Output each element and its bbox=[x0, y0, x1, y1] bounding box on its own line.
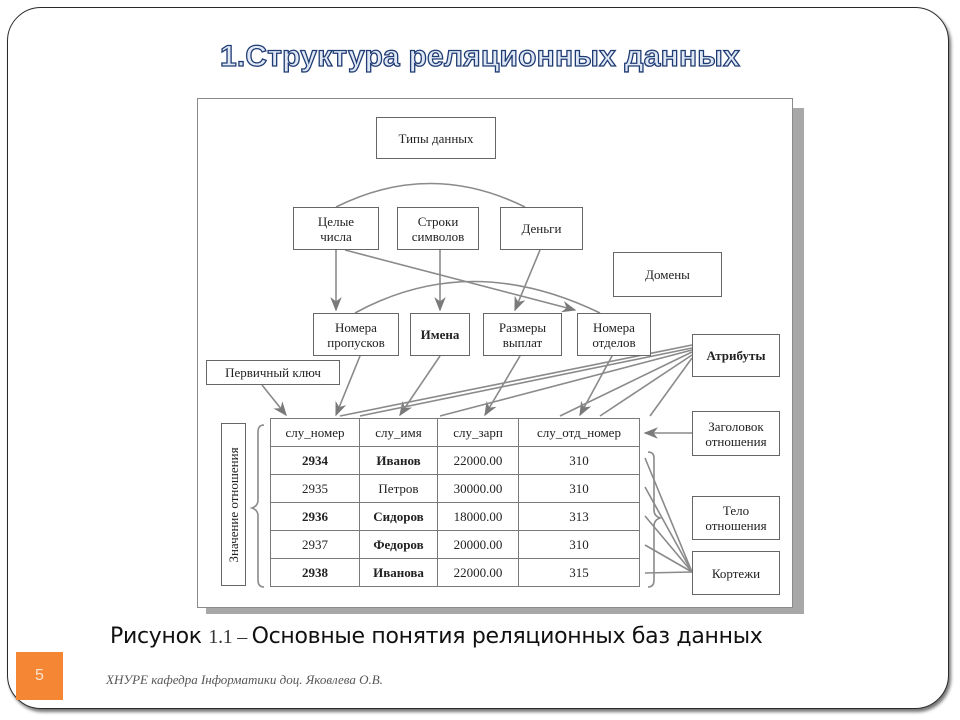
column-header: слу_отд_номер bbox=[518, 418, 640, 447]
arrow-pk-to-col bbox=[261, 384, 287, 417]
arc-types bbox=[335, 182, 526, 208]
relation-table: слу_номер слу_имя слу_зарп слу_отд_номер… bbox=[270, 418, 640, 587]
domain-names-box: Имена bbox=[410, 313, 470, 356]
table-row: 2937 Федоров 20000.00 310 bbox=[270, 530, 640, 559]
page-number-badge: 5 bbox=[16, 652, 63, 700]
domain-payments-box: Размеры выплат bbox=[483, 313, 562, 356]
caption-prefix: Рисунок bbox=[110, 624, 209, 649]
right-brace bbox=[647, 451, 663, 588]
table-cell: Иванова bbox=[359, 558, 438, 587]
table-cell: 20000.00 bbox=[437, 530, 519, 559]
table-cell: 2937 bbox=[270, 530, 360, 559]
table-cell: Иванов bbox=[359, 446, 438, 475]
type-strings-box: Строки символов bbox=[397, 207, 479, 250]
table-cell: Федоров bbox=[359, 530, 438, 559]
table-row: 2935 Петров 30000.00 310 bbox=[270, 474, 640, 503]
table-row: 2938 Иванова 22000.00 315 bbox=[270, 558, 640, 587]
table-header-row: слу_номер слу_имя слу_зарп слу_отд_номер bbox=[270, 418, 640, 447]
arrow-passes-to-col bbox=[335, 355, 361, 417]
table-row: 2936 Сидоров 18000.00 313 bbox=[270, 502, 640, 531]
relation-value-label: Значение отношения bbox=[225, 446, 241, 563]
figure-caption: Рисунок 1.1 – Основные понятия реляционн… bbox=[110, 624, 763, 649]
table-cell: Петров bbox=[359, 474, 438, 503]
table-cell: 310 bbox=[518, 530, 640, 559]
table-cell: 2935 bbox=[270, 474, 360, 503]
table-cell: 18000.00 bbox=[437, 502, 519, 531]
table-cell: 310 bbox=[518, 446, 640, 475]
table-cell: 2938 bbox=[270, 558, 360, 587]
slide-title: 1.Структура реляционных данных bbox=[219, 39, 740, 73]
domains-box: Домены bbox=[613, 252, 722, 297]
type-money-box: Деньги bbox=[500, 207, 583, 250]
table-cell: 22000.00 bbox=[437, 446, 519, 475]
primary-key-box: Первичный ключ bbox=[206, 360, 340, 385]
table-cell: 30000.00 bbox=[437, 474, 519, 503]
column-header: слу_номер bbox=[270, 418, 360, 447]
arrow-money-to-pay bbox=[514, 249, 541, 312]
arrow-int-to-depts bbox=[344, 249, 577, 313]
column-header: слу_зарп bbox=[437, 418, 519, 447]
tuples-box: Кортежи bbox=[692, 551, 780, 595]
table-cell: 22000.00 bbox=[437, 558, 519, 587]
arc-domains bbox=[354, 280, 601, 314]
table-cell: 315 bbox=[518, 558, 640, 587]
relation-value-box: Значение отношения bbox=[221, 423, 246, 586]
table-row: 2934 Иванов 22000.00 310 bbox=[270, 446, 640, 475]
table-cell: 310 bbox=[518, 474, 640, 503]
type-integers-box: Целые числа bbox=[293, 207, 379, 250]
table-cell: 2934 bbox=[270, 446, 360, 475]
domain-passes-box: Номера пропусков bbox=[313, 313, 399, 356]
attributes-box: Атрибуты bbox=[692, 334, 780, 377]
table-cell: 313 bbox=[518, 502, 640, 531]
column-header: слу_имя bbox=[359, 418, 438, 447]
arrow-names-to-col bbox=[399, 355, 441, 417]
left-brace bbox=[249, 424, 265, 588]
slide-footer: ХНУРЕ кафедра Інформатики доц. Яковлева … bbox=[106, 672, 383, 687]
caption-text: Основные понятия реляционных баз данных bbox=[251, 624, 763, 649]
domain-departments-box: Номера отделов bbox=[577, 313, 651, 356]
table-cell: Сидоров bbox=[359, 502, 438, 531]
table-cell: 2936 bbox=[270, 502, 360, 531]
data-types-box: Типы данных bbox=[376, 117, 496, 159]
arrow-pay-to-col bbox=[484, 355, 521, 417]
relation-body-box: Тело отношения bbox=[692, 496, 780, 540]
relation-header-box: Заголовок отношения bbox=[692, 411, 780, 456]
caption-number: 1.1 – bbox=[208, 626, 252, 648]
